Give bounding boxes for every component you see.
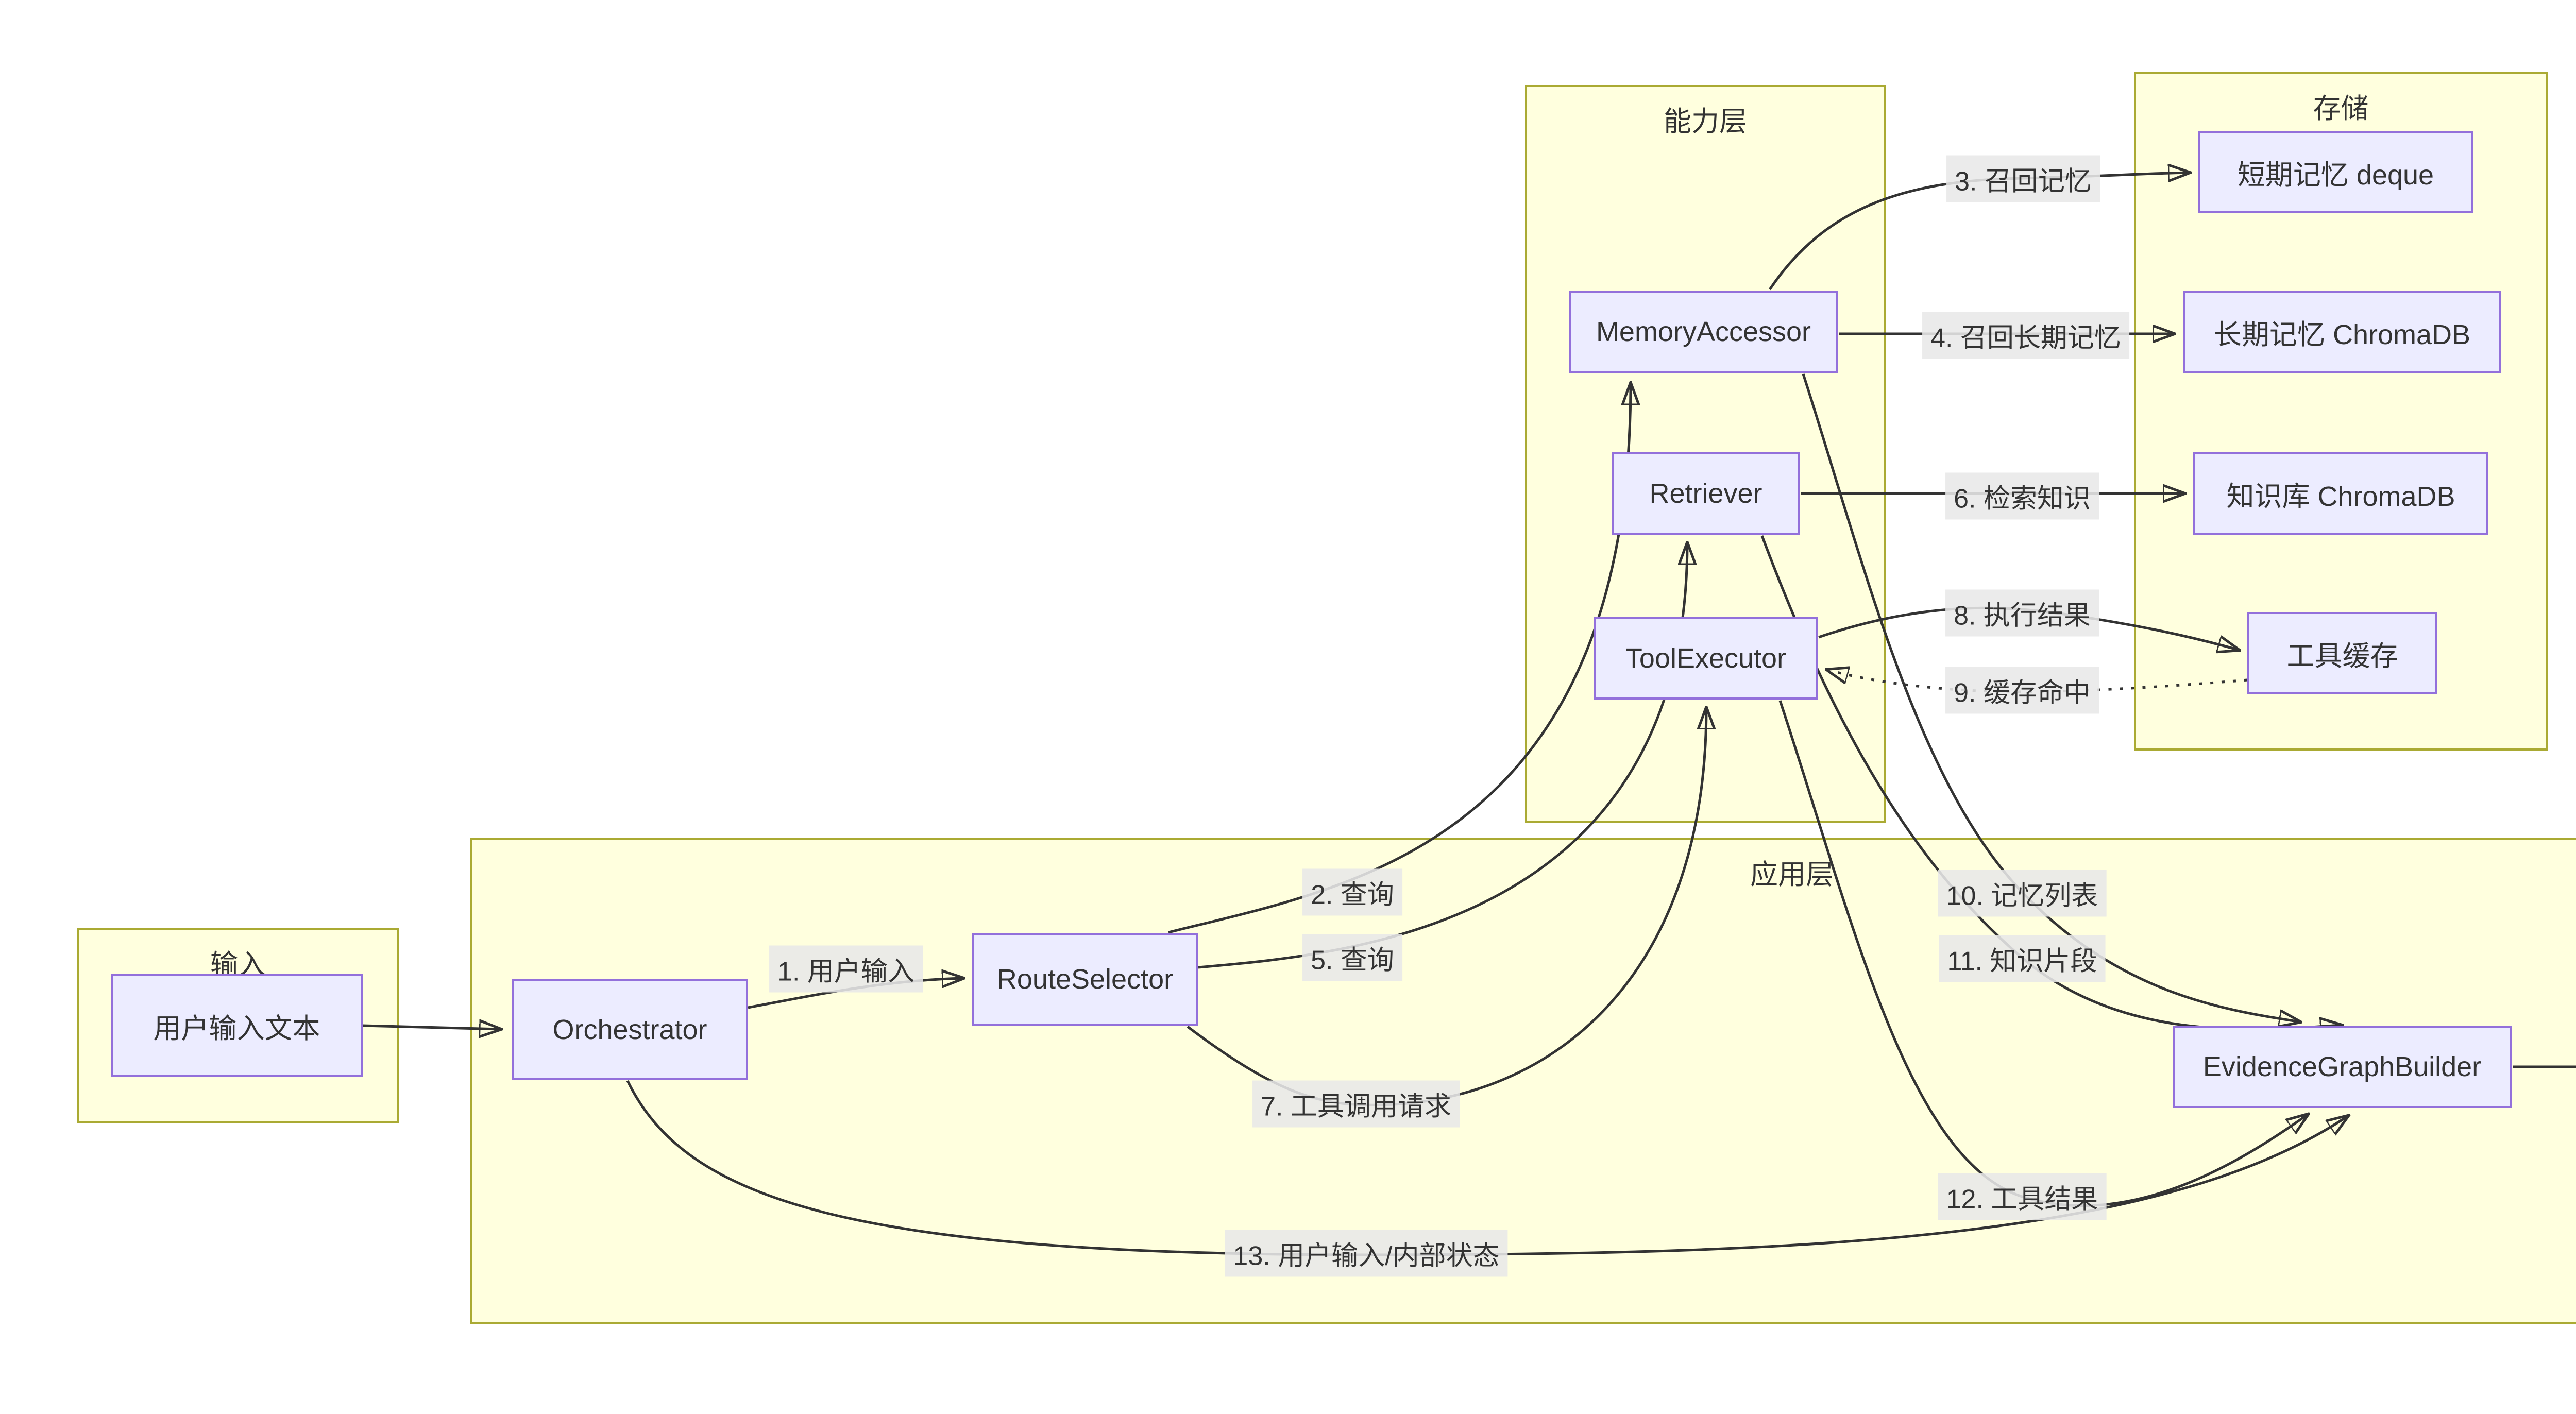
node-knowledge-base: 知识库 ChromaDB bbox=[2193, 452, 2488, 535]
edge-routeselector-to-memoryaccessor bbox=[1168, 383, 1631, 934]
node-orchestrator: Orchestrator bbox=[512, 979, 748, 1080]
node-tool-executor: ToolExecutor bbox=[1594, 617, 1818, 700]
edge-label-step10: 10. 记忆列表 bbox=[1938, 870, 2107, 917]
edge-label-step11: 11. 知识片段 bbox=[1939, 935, 2106, 982]
edge-routeselector-to-toolexecutor bbox=[1187, 708, 1706, 1106]
edge-routeselector-to-retriever bbox=[1198, 543, 1687, 969]
node-long-term-memory: 长期记忆 ChromaDB bbox=[2183, 291, 2501, 373]
edge-label-step12: 12. 工具结果 bbox=[1938, 1173, 2107, 1220]
edge-orchestrator-to-evidencegraphbuilder bbox=[626, 1080, 2348, 1256]
edge-memoryaccessor-to-evidencegraphbuilder bbox=[1802, 373, 2300, 1022]
node-short-term-memory: 短期记忆 deque bbox=[2198, 131, 2473, 213]
edge-label-step3: 3. 召回记忆 bbox=[1946, 155, 2100, 202]
capability-layer-title: 能力层 bbox=[1664, 106, 1747, 137]
node-retriever: Retriever bbox=[1612, 452, 1800, 535]
edge-label-step4: 4. 召回长期记忆 bbox=[1922, 312, 2129, 359]
node-memory-accessor: MemoryAccessor bbox=[1569, 291, 1838, 373]
storage-title: 存储 bbox=[2313, 93, 2369, 124]
edge-label-step13: 13. 用户输入/内部状态 bbox=[1225, 1230, 1508, 1277]
node-tool-cache: 工具缓存 bbox=[2247, 612, 2437, 694]
edge-label-step7: 7. 工具调用请求 bbox=[1252, 1080, 1460, 1128]
node-route-selector: RouteSelector bbox=[972, 933, 1198, 1026]
edge-userinput-to-orchestrator bbox=[362, 1026, 501, 1029]
edge-label-step8: 8. 执行结果 bbox=[1945, 589, 2099, 637]
edge-label-step9: 9. 缓存命中 bbox=[1945, 667, 2099, 714]
edge-label-step6: 6. 检索知识 bbox=[1945, 472, 2099, 520]
edge-label-step5: 5. 查询 bbox=[1302, 934, 1402, 981]
node-evidence-graph-builder: EvidenceGraphBuilder bbox=[2173, 1026, 2512, 1108]
edge-label-step1: 1. 用户输入 bbox=[769, 945, 923, 993]
edge-label-step2: 2. 查询 bbox=[1302, 868, 1402, 916]
application-layer-title: 应用层 bbox=[1750, 859, 1834, 890]
node-user-input-text: 用户输入文本 bbox=[111, 974, 363, 1077]
